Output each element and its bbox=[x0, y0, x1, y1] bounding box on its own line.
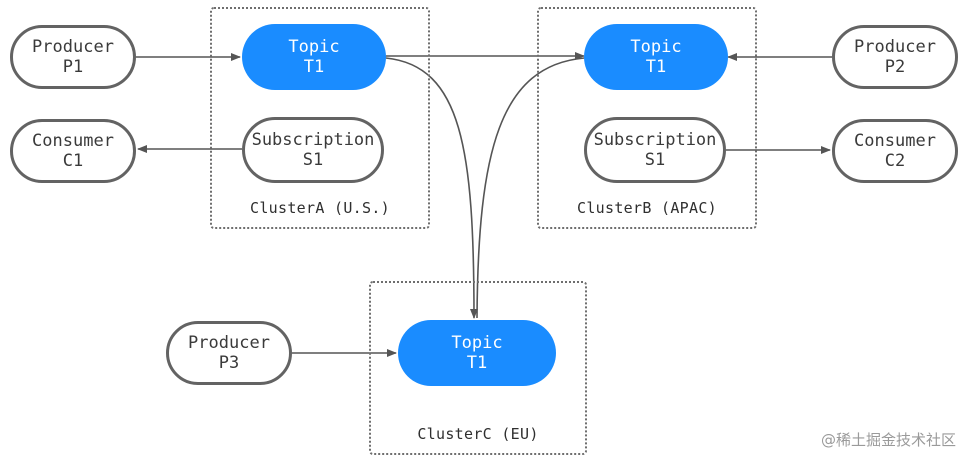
subscription-b-id: S1 bbox=[644, 150, 666, 170]
producer-p2: Producer P2 bbox=[832, 25, 958, 89]
cluster-a-label: ClusterA (U.S.) bbox=[250, 199, 390, 217]
consumer-c2-id: C2 bbox=[884, 151, 906, 171]
producer-p3-id: P3 bbox=[218, 353, 240, 373]
cluster-b-label: ClusterB (APAC) bbox=[577, 199, 717, 217]
subscription-s1-cluster-a: Subscription S1 bbox=[242, 117, 384, 183]
topic-a-id: T1 bbox=[303, 57, 325, 77]
topic-c-id: T1 bbox=[466, 353, 488, 373]
producer-p2-id: P2 bbox=[884, 57, 906, 77]
producer-p1-id: P1 bbox=[62, 57, 84, 77]
topic-t1-cluster-b: Topic T1 bbox=[584, 24, 728, 90]
cluster-c: ClusterC (EU) bbox=[369, 281, 587, 455]
subscription-a-title: Subscription bbox=[251, 130, 375, 150]
consumer-c2: Consumer C2 bbox=[832, 119, 958, 183]
cluster-b: ClusterB (APAC) bbox=[537, 7, 757, 229]
cluster-c-label: ClusterC (EU) bbox=[417, 425, 539, 443]
topic-t1-cluster-a: Topic T1 bbox=[242, 24, 386, 90]
topic-b-title: Topic bbox=[630, 37, 682, 57]
producer-p1-title: Producer bbox=[32, 37, 114, 57]
subscription-a-id: S1 bbox=[302, 150, 324, 170]
consumer-c2-title: Consumer bbox=[854, 131, 936, 151]
topic-a-title: Topic bbox=[288, 37, 340, 57]
consumer-c1-title: Consumer bbox=[32, 131, 114, 151]
topic-c-title: Topic bbox=[451, 333, 503, 353]
watermark: @稀土掘金技术社区 bbox=[820, 431, 956, 449]
consumer-c1: Consumer C1 bbox=[10, 119, 136, 183]
link-topic-b-topic-c bbox=[476, 53, 594, 319]
producer-p3: Producer P3 bbox=[166, 321, 292, 385]
producer-p3-title: Producer bbox=[188, 333, 270, 353]
topic-t1-cluster-c: Topic T1 bbox=[398, 320, 556, 386]
subscription-s1-cluster-b: Subscription S1 bbox=[584, 117, 726, 183]
producer-p1: Producer P1 bbox=[10, 25, 136, 89]
link-topic-a-topic-c bbox=[376, 53, 478, 319]
consumer-c1-id: C1 bbox=[62, 151, 84, 171]
topic-b-id: T1 bbox=[645, 57, 667, 77]
subscription-b-title: Subscription bbox=[593, 130, 717, 150]
producer-p2-title: Producer bbox=[854, 37, 936, 57]
